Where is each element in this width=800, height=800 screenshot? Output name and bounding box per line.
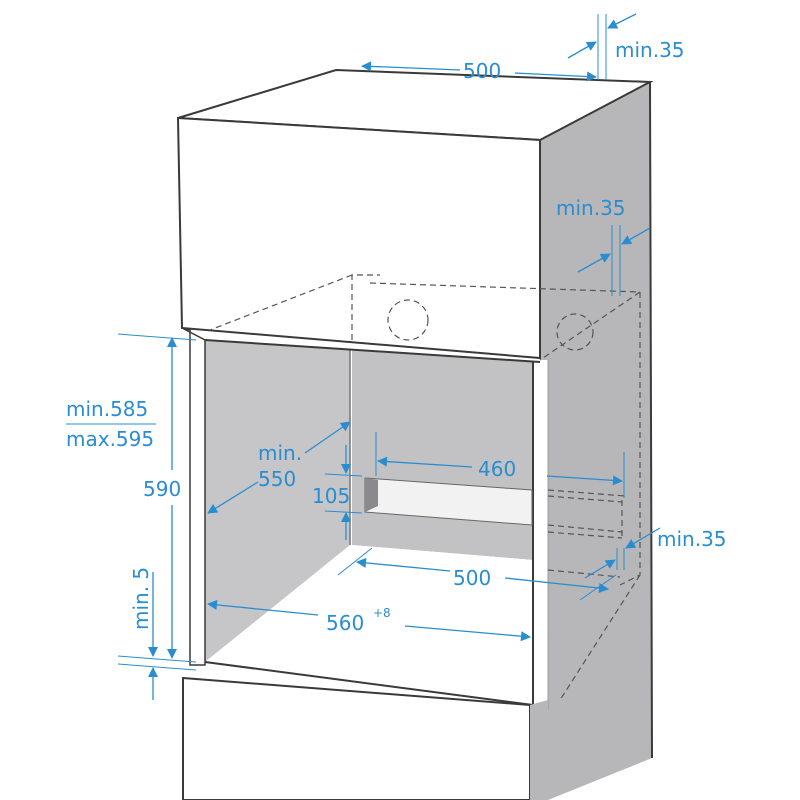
front-left-post xyxy=(181,327,206,666)
cavity-floor xyxy=(205,545,533,705)
oven-height-label: 590 xyxy=(143,477,181,501)
top-cabinet-front xyxy=(176,116,541,360)
vent-width-label: 460 xyxy=(478,457,516,481)
side-rear-gap-label: min.35 xyxy=(556,196,626,220)
vent-height-label: 105 xyxy=(312,484,350,508)
cable-hole-icon xyxy=(556,313,594,351)
niche-height-min-label: min.585 xyxy=(66,397,148,421)
cable-hole-icon xyxy=(387,299,429,341)
bottom-rear-gap-label: min.35 xyxy=(657,527,727,551)
bottom-depth-label: 500 xyxy=(453,566,491,590)
bottom-cabinet-front xyxy=(182,676,531,800)
niche-width-label: 560 xyxy=(326,611,364,635)
cavity-left-wall xyxy=(205,340,350,662)
top-rear-gap-label: min.35 xyxy=(615,38,685,62)
bottom-cabinet-side xyxy=(530,700,548,800)
bottom-gap-label: min. 5 xyxy=(129,567,153,630)
top-depth-label: 500 xyxy=(463,59,501,83)
side-panel-edge xyxy=(649,81,653,759)
dimension-lines xyxy=(66,13,661,700)
floor-front-edge xyxy=(204,661,534,706)
right-side-panel xyxy=(540,82,652,800)
vent-slot-rim xyxy=(365,478,378,512)
depth-min-label: min. xyxy=(258,441,302,465)
cavity-back-wall xyxy=(352,350,533,560)
depth-min-value: 550 xyxy=(258,467,296,491)
hidden-outline xyxy=(209,274,641,701)
niche-height-max-label: max.595 xyxy=(66,427,154,451)
niche-width-tolerance: +8 xyxy=(373,606,391,620)
